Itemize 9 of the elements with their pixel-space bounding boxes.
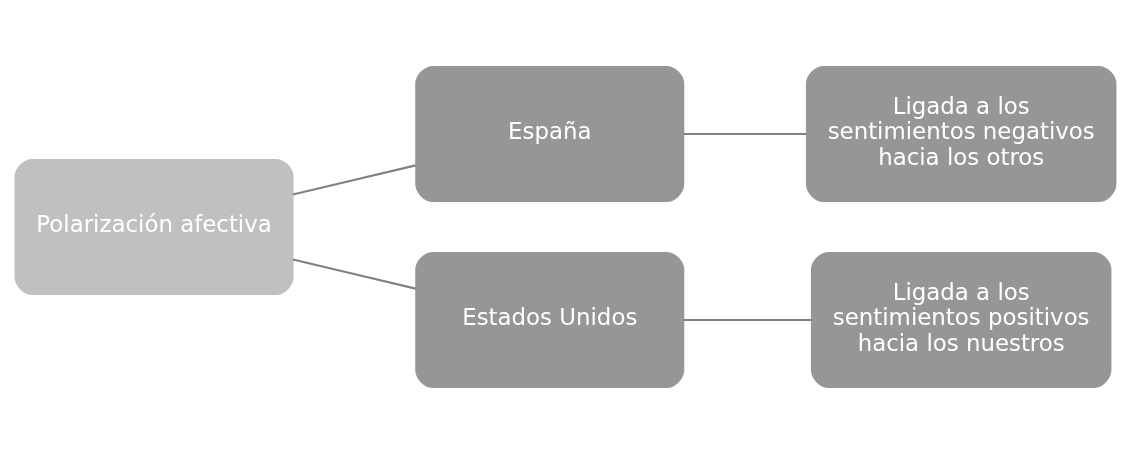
node-box: Polarización afectiva — [14, 159, 294, 295]
node-box: España — [415, 66, 685, 202]
connector — [683, 132, 807, 136]
node-box: Estados Unidos — [415, 252, 685, 388]
connector — [292, 164, 416, 196]
node-box: Ligada a los sentimientos negativos hacia los otros — [805, 66, 1117, 202]
connector — [683, 318, 812, 322]
connector — [292, 258, 416, 290]
node-box: Ligada a los sentimientos positivos hacia los nuestros — [810, 252, 1112, 388]
